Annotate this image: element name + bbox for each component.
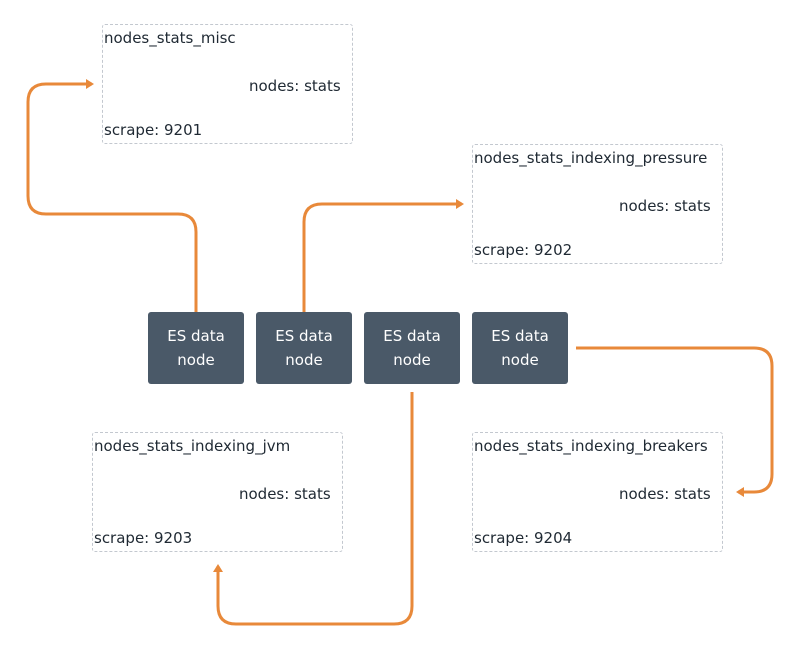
node-label-line2: node (393, 351, 431, 369)
arrow-node2-to-pressure (302, 199, 464, 312)
group-title: nodes_stats_misc (104, 29, 236, 47)
es-data-node-1: ES data node (148, 312, 244, 384)
group-label: nodes: stats (619, 485, 711, 503)
node-label-line1: ES data (275, 327, 333, 345)
group-scrape: scrape: 9203 (94, 529, 193, 547)
node-label-line2: node (177, 351, 215, 369)
node-label-line2: node (285, 351, 323, 369)
node-label-line2: node (501, 351, 539, 369)
group-title: nodes_stats_indexing_breakers (474, 437, 708, 455)
arrow-node3-to-jvm (213, 392, 414, 626)
es-data-node-4: ES data node (472, 312, 568, 384)
group-label: nodes: stats (619, 197, 711, 215)
group-title: nodes_stats_indexing_jvm (94, 437, 291, 455)
es-data-node-2: ES data node (256, 312, 352, 384)
group-scrape: scrape: 9201 (104, 121, 203, 139)
node-label-line1: ES data (383, 327, 441, 345)
arrow-node4-to-breakers (576, 346, 774, 497)
group-scrape: scrape: 9204 (474, 529, 573, 547)
group-nodes-stats-indexing-breakers: nodes_stats_indexing_breakers nodes: sta… (472, 432, 723, 552)
group-label: nodes: stats (239, 485, 331, 503)
es-data-node-3: ES data node (364, 312, 460, 384)
group-title: nodes_stats_indexing_pressure (474, 149, 708, 167)
group-nodes-stats-indexing-pressure: nodes_stats_indexing_pressure nodes: sta… (472, 144, 723, 264)
group-nodes-stats-indexing-jvm: nodes_stats_indexing_jvm nodes: stats sc… (92, 432, 343, 552)
group-label: nodes: stats (249, 77, 341, 95)
node-label-line1: ES data (167, 327, 225, 345)
group-nodes-stats-misc: nodes_stats_misc nodes: stats scrape: 92… (102, 24, 353, 144)
group-scrape: scrape: 9202 (474, 241, 573, 259)
arrow-node1-to-misc (26, 79, 198, 312)
node-label-line1: ES data (491, 327, 549, 345)
